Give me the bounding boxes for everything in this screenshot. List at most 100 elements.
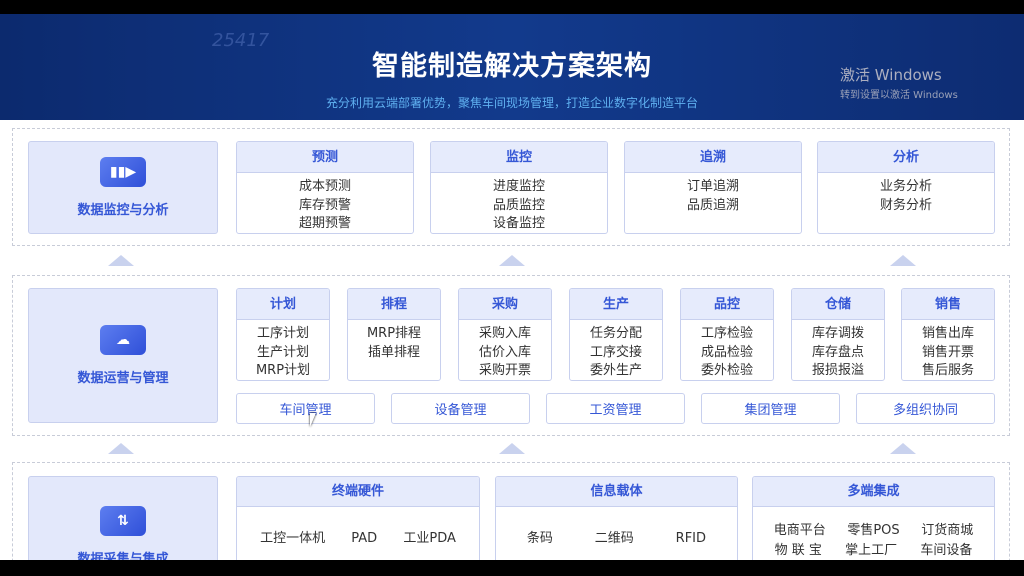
module-item-row: 电商平台 零售POS 订货商城 [753,521,994,541]
module-title: 监控 [431,142,607,173]
module-items: 销售出库销售开票售后服务 [902,320,994,380]
module-item: 任务分配 [589,326,642,341]
module-item: 进度监控 [492,179,545,194]
management-button[interactable]: 集团管理 [701,393,840,424]
management-button[interactable]: 多组织协同 [856,393,995,424]
module-item: 品质监控 [492,197,545,213]
module-item: 委外生产 [589,363,642,378]
up-arrow-icon [890,443,916,454]
up-arrow-icon [108,255,134,266]
layer-label: 数据监控与分析 [77,203,169,218]
module-item: PAD [351,531,378,546]
module-item: 零售POS [847,523,900,538]
windows-activation-watermark: 激活 Windows [840,66,942,84]
module-card: 多端集成电商平台 零售POS 订货商城物 联 宝 掌上工厂 车间设备 [752,476,995,560]
banner-decoration-number: 25417 [212,30,270,51]
module-item: MRP计划 [255,363,311,378]
module-item: 销售出库 [921,326,974,341]
up-arrow-icon [108,443,134,454]
module-item: 报损报溢 [811,363,864,378]
module-item: 品质追溯 [686,197,739,213]
module-item: 库存调拨 [811,326,864,341]
module-item: 财务分析 [879,197,932,213]
module-item: 订货商城 [921,523,974,538]
module-item: 成本预测 [298,179,351,194]
module-item: 委外检验 [700,363,753,378]
module-items: 工序计划生产计划 MRP计划 [237,320,329,380]
module-title: 追溯 [625,142,801,173]
module-title: 多端集成 [753,477,994,507]
cloud-share-icon: ☁ [100,325,146,355]
module-item: 电商平台 [773,523,826,538]
module-item: 成品检验 [700,344,753,360]
module-item: 物 联 宝 [774,543,822,558]
up-arrow-icon [499,255,525,266]
module-title: 计划 [237,289,329,320]
module-item: 估价入库 [478,344,531,360]
module-item: 工序交接 [589,344,642,360]
module-card: 采购采购入库估价入库采购开票 [458,288,552,381]
module-item: 车间设备 [920,543,973,558]
module-item: 工业PDA [403,531,456,546]
module-card: 品控工序检验成品检验委外检验 [680,288,774,381]
module-item: 库存预警 [298,197,351,213]
module-items: 工序检验成品检验委外检验 [681,320,773,380]
module-card: 仓储库存调拨库存盘点报损报溢 [791,288,885,381]
module-items: 采购入库估价入库采购开票 [459,320,551,380]
module-card: 预测成本预测库存预警超期预警 [236,141,414,234]
module-card: 分析业务分析财务分析 [817,141,995,234]
module-item: 条码 [526,531,553,546]
module-item: 掌上工厂 [845,543,898,558]
module-item: 插单排程 [367,344,420,360]
module-title: 终端硬件 [237,477,479,507]
module-item: RFID [675,531,707,546]
module-item: 设备监控 [492,216,545,231]
module-item: 库存盘点 [811,344,864,360]
module-item-row: 物 联 宝 掌上工厂 车间设备 [753,541,994,560]
module-item: 工序计划 [256,326,309,341]
module-item: 业务分析 [879,179,932,194]
module-item: 二维码 [594,531,634,546]
layer-label: 数据运营与管理 [77,371,169,386]
data-transfer-icon: ⇅ [100,505,146,536]
module-title: 销售 [902,289,994,320]
module-title: 品控 [681,289,773,320]
mouse-cursor-icon [310,413,316,427]
module-item: 销售开票 [921,344,974,360]
module-card: 计划工序计划生产计划 MRP计划 [236,288,330,381]
bar-chart-camera-icon: ▮▮▶ [100,157,146,187]
module-card: 追溯订单追溯品质追溯 [624,141,802,234]
module-item: 采购入库 [478,326,531,341]
architecture-diagram: ▮▮▶数据监控与分析预测成本预测库存预警超期预警监控进度监控品质监控设备监控追溯… [0,120,1024,560]
banner-header: 25417 智能制造解决方案架构 充分利用云端部署优势，聚焦车间现场管理，打造企… [0,14,1024,120]
module-item: MRP排程 [366,326,422,341]
module-items: 进度监控品质监控设备监控 [431,173,607,233]
layer-collection-integration [12,462,1010,560]
module-items: 库存调拨库存盘点报损报溢 [792,320,884,380]
module-item: 订单追溯 [686,179,739,194]
module-item-row: 条码 二维码 RFID [496,529,737,549]
module-title: 生产 [570,289,662,320]
management-button[interactable]: 设备管理 [391,393,530,424]
module-item: 生产计划 [256,344,309,360]
module-title: 信息载体 [496,477,737,507]
layer-label-card: ☁ 数据运营与管理 [28,288,218,423]
module-item: 超期预警 [298,216,351,231]
windows-activation-hint: 转到设置以激活 Windows [840,90,958,101]
module-items: 成本预测库存预警超期预警 [237,173,413,233]
module-item: 售后服务 [921,363,974,378]
up-arrow-icon [499,443,525,454]
module-items: 任务分配工序交接委外生产 [570,320,662,380]
module-card: 监控进度监控品质监控设备监控 [430,141,608,234]
module-title: 仓储 [792,289,884,320]
module-card: 销售销售出库销售开票售后服务 [901,288,995,381]
management-button[interactable]: 车间管理 [236,393,375,424]
layer-operations-management [12,275,1010,436]
management-button[interactable]: 工资管理 [546,393,685,424]
module-items: 条码 二维码 RFID [496,507,737,549]
up-arrow-icon [890,255,916,266]
layer-label-card: ⇅数据采集与集成 [28,476,218,560]
